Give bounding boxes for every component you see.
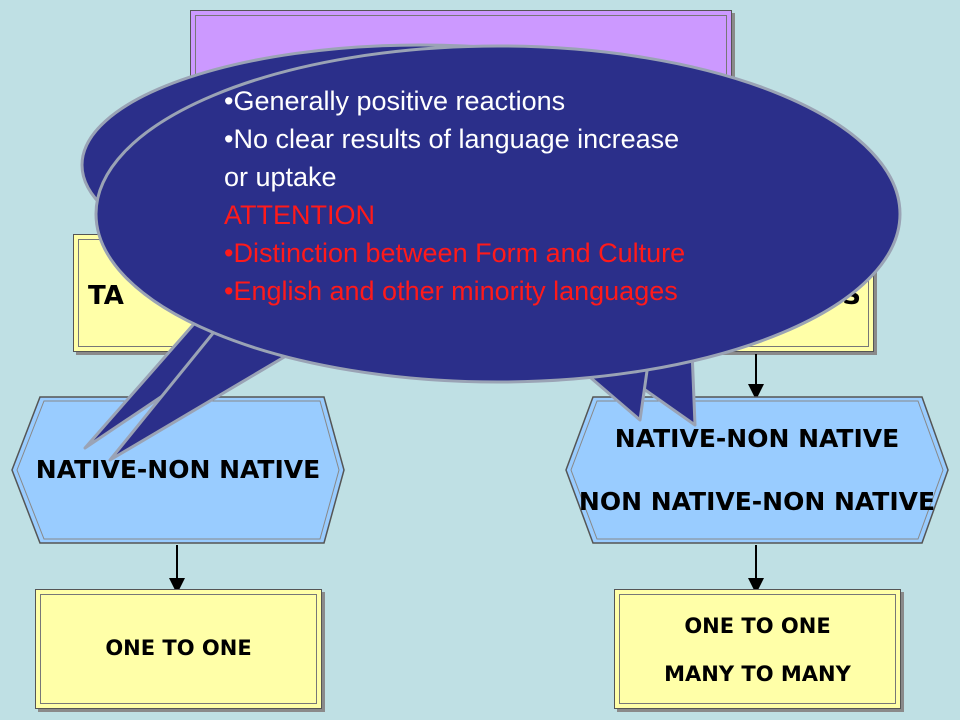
right-hexagon-label-2: NON NATIVE-NON NATIVE [578, 487, 936, 516]
right-hexagon-label-1: NATIVE-NON NATIVE [614, 424, 900, 453]
right-bottom-box-label-2: MANY TO MANY [664, 662, 851, 686]
left-top-box-label: TA [88, 281, 124, 311]
left-hexagon [11, 396, 345, 544]
left-bottom-box-label: ONE TO ONE [105, 636, 252, 660]
callout-line-2: •No clear results of language increase [224, 124, 680, 154]
callout-attention: ATTENTION [224, 200, 375, 230]
left-hexagon-label: NATIVE-NON NATIVE [35, 455, 321, 484]
callout-line-5: •Distinction between Form and Culture [224, 238, 686, 268]
right-hexagon-inner [570, 400, 944, 540]
callout-line-3: or uptake [224, 162, 337, 192]
left-bottom-box: ONE TO ONE [35, 589, 322, 709]
callout-line-6: •English and other minority languages [224, 276, 678, 306]
right-bottom-box: ONE TO ONE MANY TO MANY [614, 589, 901, 709]
left-bottom-box-inner-border [40, 594, 317, 704]
callout-text: •Generally positive reactions •No clear … [224, 82, 804, 310]
callout-front-bubble [94, 44, 902, 384]
right-bottom-box-inner-border [619, 594, 896, 704]
right-bottom-box-label-1: ONE TO ONE [684, 614, 831, 638]
right-hexagon [565, 396, 949, 544]
callout-line-1: •Generally positive reactions [224, 86, 566, 116]
left-hexagon-inner [16, 400, 340, 540]
